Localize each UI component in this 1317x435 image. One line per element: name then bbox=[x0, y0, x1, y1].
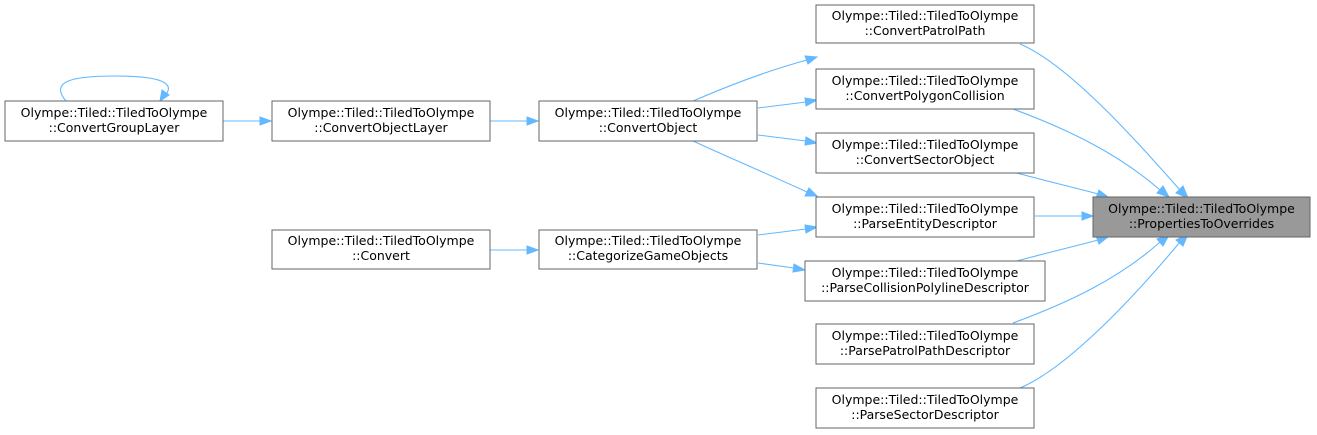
edge-sector-to-props bbox=[1012, 171, 1099, 195]
node-line2: ::ParseSectorDescriptor bbox=[851, 407, 999, 422]
edges bbox=[60, 43, 1189, 389]
node-line1: Olympe::Tiled::TiledToOlympe bbox=[21, 105, 208, 120]
edge-arrowhead bbox=[1156, 185, 1171, 198]
node-parse-patrol-path-descriptor[interactable]: Olympe::Tiled::TiledToOlympe ::ParsePatr… bbox=[815, 323, 1035, 365]
node-convert-object-layer[interactable]: Olympe::Tiled::TiledToOlympe ::ConvertOb… bbox=[271, 100, 491, 142]
edge-sectordesc-to-props bbox=[1019, 241, 1181, 389]
node-line1: Olympe::Tiled::TiledToOlympe bbox=[832, 392, 1019, 407]
edge-categorize-to-entity bbox=[757, 228, 807, 236]
edge-polygon-to-props bbox=[1012, 108, 1161, 191]
node-line1: Olympe::Tiled::TiledToOlympe bbox=[832, 265, 1019, 280]
edge-convobj-to-polygon bbox=[757, 101, 807, 109]
node-convert-object[interactable]: Olympe::Tiled::TiledToOlympe ::ConvertOb… bbox=[538, 100, 758, 142]
edge-convobj-to-entity bbox=[692, 140, 808, 193]
node-line2: ::ParseEntityDescriptor bbox=[853, 216, 998, 231]
node-line2: ::ConvertObject bbox=[599, 120, 698, 135]
node-line1: Olympe::Tiled::TiledToOlympe bbox=[1108, 201, 1295, 216]
node-categorize-game-objects[interactable]: Olympe::Tiled::TiledToOlympe ::Categoriz… bbox=[538, 229, 758, 270]
edge-arrowhead bbox=[1081, 211, 1095, 221]
node-line2: ::ParsePatrolPathDescriptor bbox=[840, 343, 1011, 358]
node-properties-to-overrides[interactable]: Olympe::Tiled::TiledToOlympe ::Propertie… bbox=[1092, 196, 1311, 238]
edge-arrowhead bbox=[792, 263, 807, 273]
edge-convobj-to-patrol bbox=[692, 59, 808, 102]
edge-convobj-to-sector bbox=[757, 134, 807, 142]
edge-patroldesc-to-props bbox=[1012, 241, 1161, 324]
node-line2: ::Convert bbox=[352, 248, 410, 263]
edge-collpoly-to-props bbox=[1012, 239, 1099, 263]
node-line1: Olympe::Tiled::TiledToOlympe bbox=[832, 137, 1019, 152]
node-line1: Olympe::Tiled::TiledToOlympe bbox=[832, 73, 1019, 88]
node-convert-polygon-collision[interactable]: Olympe::Tiled::TiledToOlympe ::ConvertPo… bbox=[815, 68, 1035, 110]
node-line1: Olympe::Tiled::TiledToOlympe bbox=[832, 201, 1019, 216]
node-line1: Olympe::Tiled::TiledToOlympe bbox=[288, 105, 475, 120]
edge-arrowhead bbox=[804, 55, 819, 65]
node-line2: ::PropertiesToOverrides bbox=[1129, 216, 1274, 231]
edge-arrowhead bbox=[804, 224, 819, 234]
edge-arrowhead bbox=[804, 97, 819, 107]
edge-patrol-to-props bbox=[1019, 43, 1181, 191]
edge-grouplayer-self-loop bbox=[60, 75, 169, 102]
edge-arrowhead bbox=[159, 89, 170, 103]
node-parse-sector-descriptor[interactable]: Olympe::Tiled::TiledToOlympe ::ParseSect… bbox=[815, 387, 1035, 429]
edge-arrowhead bbox=[526, 245, 540, 255]
node-line1: Olympe::Tiled::TiledToOlympe bbox=[555, 233, 742, 248]
node-parse-collision-polyline-descriptor[interactable]: Olympe::Tiled::TiledToOlympe ::ParseColl… bbox=[804, 260, 1046, 302]
node-line1: Olympe::Tiled::TiledToOlympe bbox=[555, 105, 742, 120]
node-convert-group-layer[interactable]: Olympe::Tiled::TiledToOlympe ::ConvertGr… bbox=[4, 100, 224, 142]
edge-arrowhead bbox=[1175, 185, 1189, 199]
edge-arrowhead bbox=[804, 187, 819, 197]
edge-arrowhead bbox=[804, 136, 819, 146]
edge-arrowhead bbox=[526, 116, 540, 126]
node-line2: ::ConvertSectorObject bbox=[856, 152, 995, 167]
edge-arrowhead bbox=[259, 116, 273, 126]
node-line2: ::ConvertObjectLayer bbox=[314, 120, 448, 135]
node-convert-sector-object[interactable]: Olympe::Tiled::TiledToOlympe ::ConvertSe… bbox=[815, 132, 1035, 174]
node-parse-entity-descriptor[interactable]: Olympe::Tiled::TiledToOlympe ::ParseEnti… bbox=[815, 196, 1035, 238]
edge-categorize-to-collpoly bbox=[757, 262, 795, 269]
node-line1: Olympe::Tiled::TiledToOlympe bbox=[832, 8, 1019, 23]
node-line2: ::CategorizeGameObjects bbox=[568, 248, 728, 263]
node-line2: ::ConvertPolygonCollision bbox=[845, 88, 1004, 103]
node-line2: ::ConvertGroupLayer bbox=[49, 120, 181, 135]
node-convert-patrol-path[interactable]: Olympe::Tiled::TiledToOlympe ::ConvertPa… bbox=[815, 4, 1035, 44]
node-line1: Olympe::Tiled::TiledToOlympe bbox=[288, 233, 475, 248]
node-convert[interactable]: Olympe::Tiled::TiledToOlympe ::Convert bbox=[271, 229, 491, 270]
node-line2: ::ConvertPatrolPath bbox=[865, 23, 986, 38]
node-line1: Olympe::Tiled::TiledToOlympe bbox=[832, 328, 1019, 343]
node-line2: ::ParseCollisionPolylineDescriptor bbox=[821, 280, 1030, 295]
